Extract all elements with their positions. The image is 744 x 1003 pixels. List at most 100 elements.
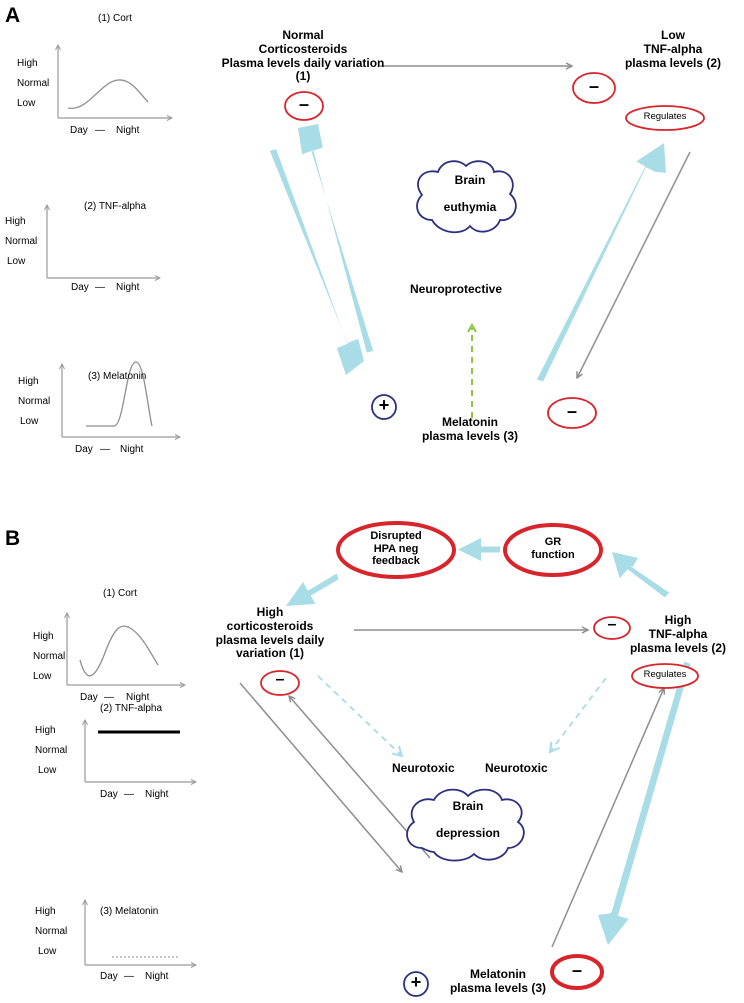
mini-chart-a1-low: Low	[17, 98, 36, 109]
mini-chart-a3-title: (3) Melatonin	[88, 371, 147, 382]
mini-chart-b3-night: Night	[145, 971, 169, 982]
mini-chart-a3-night: Night	[120, 444, 144, 455]
mini-chart-b2-day: Day	[100, 789, 118, 800]
cyan-arrow-tnf-to-gr-b	[612, 552, 670, 598]
mini-chart-b3-day: Day	[100, 971, 118, 982]
dashed-arrow-cort-neurotoxic-b	[317, 675, 402, 756]
node-cort-b: High corticosteroids plasma levels daily…	[215, 605, 325, 661]
mini-chart-a1-high: High	[17, 58, 38, 69]
mini-chart-b1-low: Low	[33, 671, 52, 682]
regulates-label-b: Regulates	[643, 669, 687, 680]
mini-chart-a1-axes	[58, 45, 172, 118]
mini-chart-a1-normal: Normal	[17, 78, 50, 89]
mini-chart-a3-high: High	[18, 376, 39, 387]
cloud-shape-a	[416, 160, 517, 234]
cloud-a-line1: Brain	[454, 173, 486, 187]
minus-sign-cort-b: –	[275, 671, 285, 688]
cyan-arrow-tnf-down-melatonin-b	[598, 661, 691, 945]
mini-chart-b2-normal: Normal	[35, 745, 68, 756]
cyan-arrow-cort-down-a	[269, 149, 364, 375]
node-tnf-a: Low TNF-alpha plasma levels (2)	[624, 28, 722, 70]
minus-oval-tnf-b	[593, 616, 631, 640]
minus-oval-tnf-a	[572, 72, 616, 104]
mini-chart-b2-dash: —	[124, 789, 134, 800]
node-melatonin-a: Melatonin plasma levels (3)	[421, 415, 519, 443]
mini-chart-b1-high: High	[33, 631, 54, 642]
mini-chart-a2-title: (2) TNF-alpha	[84, 201, 147, 212]
plus-sign-a: +	[378, 395, 390, 415]
mini-chart-b2-title: (2) TNF-alpha	[100, 703, 163, 714]
mini-chart-b2-axes	[85, 720, 196, 782]
mini-chart-a1-day: Day	[70, 125, 88, 136]
mini-chart-b1-dash: —	[104, 692, 114, 703]
minus-sign-tnf-b: –	[607, 616, 617, 633]
mini-chart-a3-dash: —	[100, 444, 110, 455]
cloud-a-line2: euthymia	[443, 200, 497, 214]
disrupted-oval-b	[336, 521, 456, 579]
mini-chart-a3-low: Low	[20, 416, 39, 427]
neuroprotective-label: Neuroprotective	[410, 282, 503, 296]
mini-chart-b3-dash: —	[124, 971, 134, 982]
mini-chart-a3-axes	[62, 361, 180, 437]
mini-chart-a1-title: (1) Cort	[98, 13, 132, 24]
mini-chart-a2-normal: Normal	[5, 236, 38, 247]
panel-letter-b: B	[5, 527, 21, 550]
panel-letter-a: A	[5, 4, 21, 27]
disrupted-label-b: Disrupted HPA neg feedback	[370, 530, 422, 568]
mini-chart-b1-title: (1) Cort	[103, 588, 137, 599]
melatonin-normal-curve	[86, 361, 153, 427]
mini-chart-b2-low: Low	[38, 765, 57, 776]
mini-chart-a2-low: Low	[7, 256, 26, 267]
dashed-arrow-tnf-neurotoxic-b	[550, 677, 607, 752]
mini-chart-b3-normal: Normal	[35, 926, 68, 937]
neurotoxic-right-label: Neurotoxic	[485, 761, 548, 775]
cloud-b-line2: depression	[435, 826, 501, 840]
node-cort-a: Normal Corticosteroids Plasma levels dai…	[221, 28, 385, 84]
mini-chart-a3-normal: Normal	[18, 396, 51, 407]
arrow-melatonin-to-tnf-b	[551, 688, 664, 948]
minus-oval-melatonin-a	[547, 397, 597, 429]
mini-chart-a2-dash: —	[95, 282, 105, 293]
minus-oval-cort-a	[284, 91, 324, 121]
arrow-melatonin-to-cort-b	[289, 696, 431, 859]
arrow-tnf-to-melatonin-a	[577, 151, 691, 378]
mini-chart-b3-axes	[85, 900, 196, 965]
node-tnf-b: High TNF-alpha plasma levels (2)	[629, 613, 727, 655]
minus-sign-tnf-a: –	[588, 76, 599, 96]
cyan-arrow-gr-to-disrupted-b	[458, 538, 500, 561]
regulates-label-a: Regulates	[643, 111, 687, 122]
regulates-oval-b	[631, 663, 699, 689]
mini-chart-a1-night: Night	[116, 125, 140, 136]
mini-chart-a2-axes	[47, 205, 160, 278]
mini-chart-b2-high: High	[35, 725, 56, 736]
cort-normal-curve	[67, 79, 149, 109]
mini-chart-a2-day: Day	[71, 282, 89, 293]
minus-oval-melatonin-b	[550, 954, 604, 990]
plus-circle-b	[403, 971, 429, 997]
mini-chart-a3-day: Day	[75, 444, 93, 455]
arrow-cort-to-melatonin-b	[239, 682, 402, 872]
mini-chart-b3-low: Low	[38, 946, 57, 957]
mini-chart-b2-night: Night	[145, 789, 169, 800]
regulates-oval-a	[625, 105, 705, 131]
mini-chart-b1-day: Day	[80, 692, 98, 703]
cyan-arrow-melatonin-up-tnf-a	[536, 143, 666, 382]
plus-circle-a	[371, 394, 397, 420]
mini-chart-b1-normal: Normal	[33, 651, 66, 662]
plus-sign-b: +	[410, 972, 422, 992]
mini-chart-a2-high: High	[5, 216, 26, 227]
minus-oval-cort-b	[260, 670, 300, 696]
mini-chart-b3-title: (3) Melatonin	[100, 906, 159, 917]
cyan-arrow-disrupted-to-cort-b	[286, 573, 339, 606]
mini-chart-b1-night: Night	[126, 692, 150, 703]
node-melatonin-b: Melatonin plasma levels (3)	[449, 967, 547, 995]
mini-chart-b1-axes	[67, 613, 185, 685]
gr-function-label-b: GR function	[531, 536, 575, 561]
mini-chart-b3-high: High	[35, 906, 56, 917]
minus-sign-cort-a: –	[298, 94, 309, 114]
cloud-shape-b	[406, 788, 525, 862]
neurotoxic-left-label: Neurotoxic	[392, 761, 455, 775]
mini-chart-a1-dash: —	[95, 125, 105, 136]
minus-sign-melatonin-a: –	[566, 401, 577, 421]
